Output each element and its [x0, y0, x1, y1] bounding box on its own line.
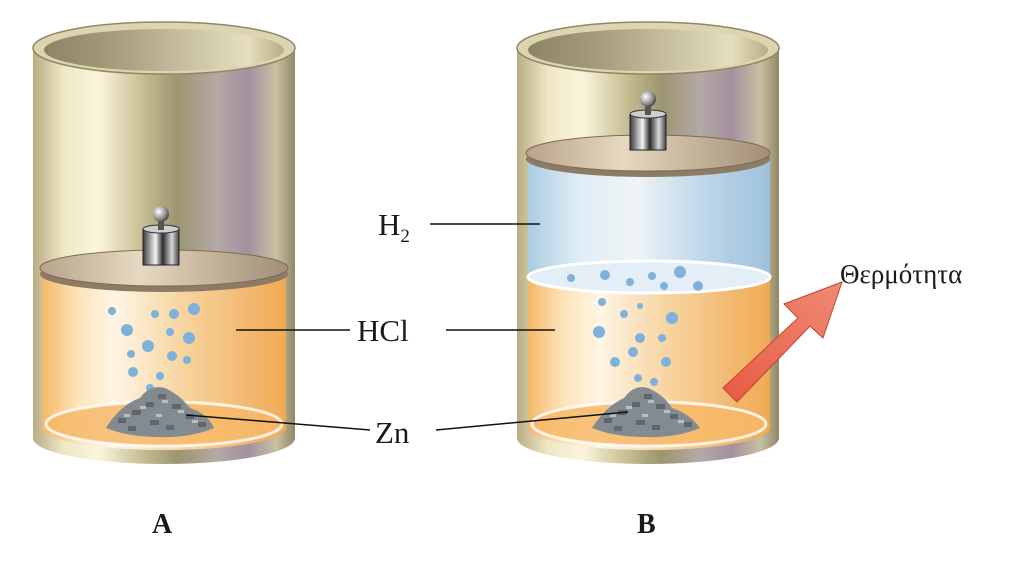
cylinder-a-opening [44, 29, 284, 71]
heat-arrow-icon [722, 281, 843, 403]
weight-icon [629, 91, 667, 151]
cylinder-b-gas [528, 160, 770, 280]
cylinder-a-bubbles [108, 303, 200, 392]
label-heat: Θερμότητα [840, 259, 962, 289]
panel-label-a: A [152, 509, 173, 540]
cylinder-a [32, 21, 296, 464]
label-h2: H2 [378, 207, 410, 247]
leader-lines [185, 223, 629, 431]
label-hcl: HCl [357, 313, 409, 348]
label-zn: Zn [375, 415, 410, 450]
weight-icon [142, 206, 180, 266]
cylinder-a-zinc [106, 387, 214, 438]
leader-zn-b [435, 411, 629, 431]
cylinder-b [516, 21, 780, 464]
leader-zn-a [185, 414, 371, 431]
cylinder-b-opening [528, 29, 768, 71]
panel-label-b: B [637, 509, 656, 540]
cylinder-b-bubbles [567, 266, 703, 386]
